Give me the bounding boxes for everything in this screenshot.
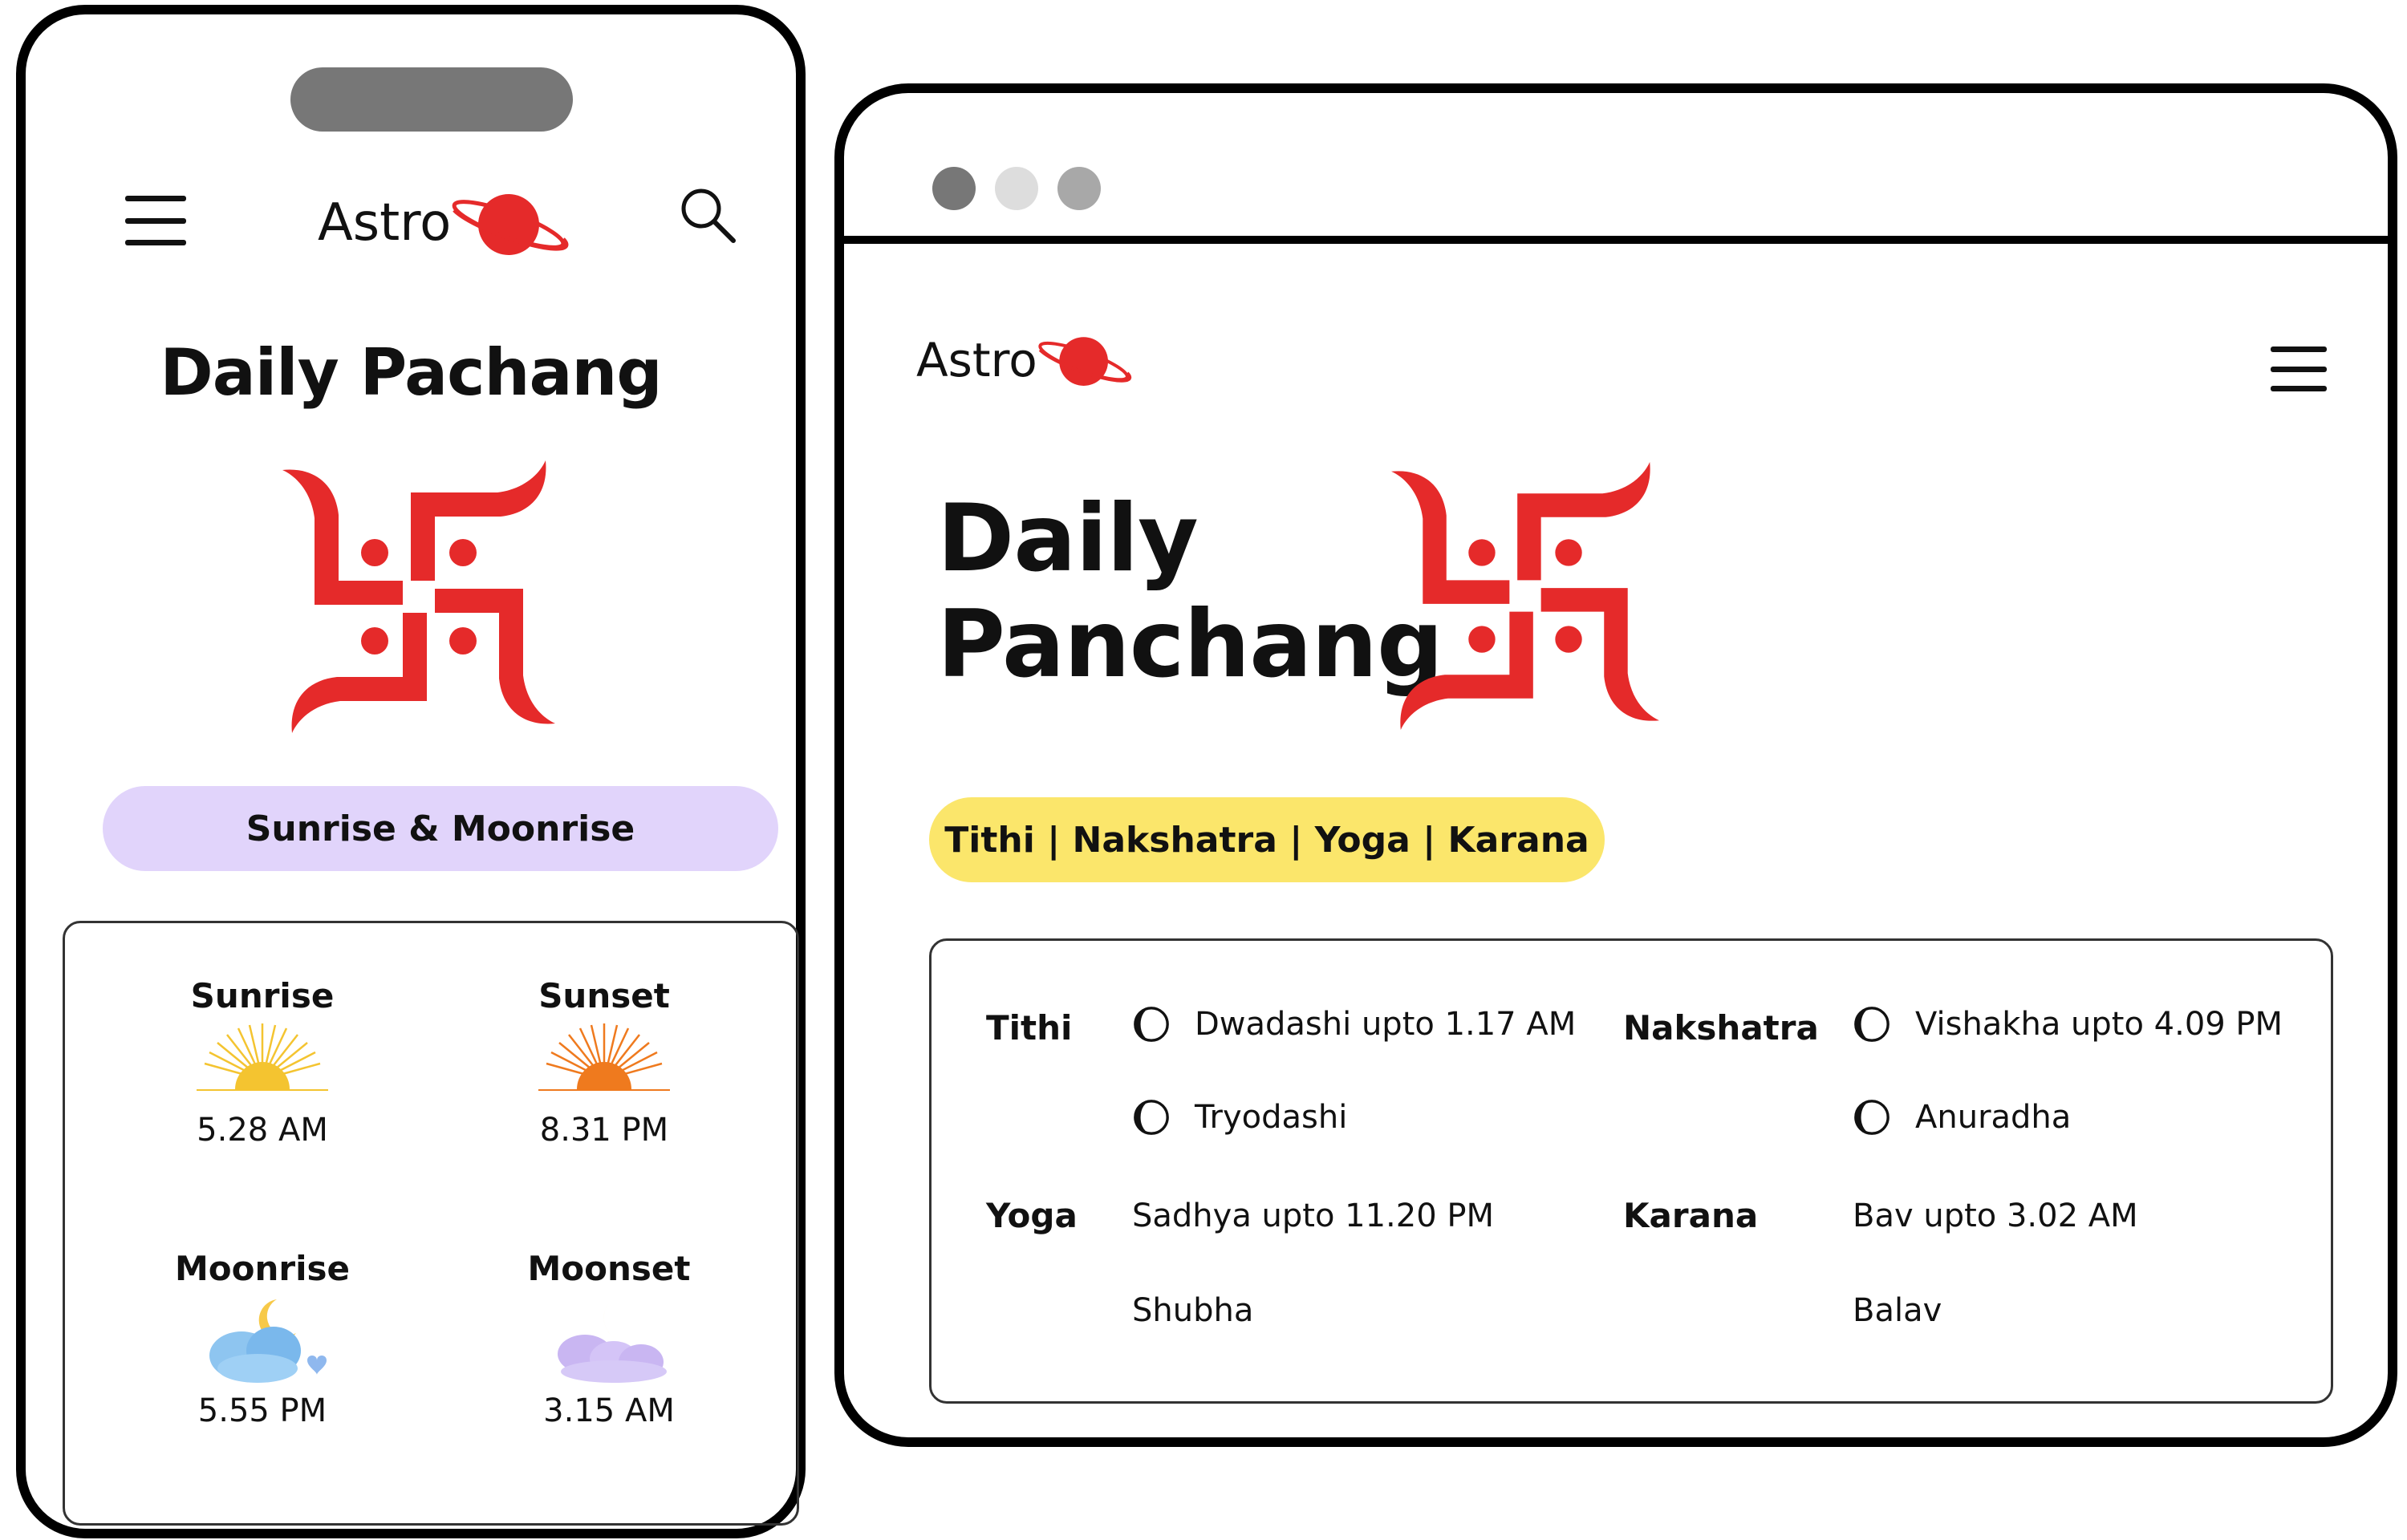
tab-label: Tithi | Nakshatra | Yoga | Karana	[944, 819, 1589, 861]
moonset-time: 3.15 AM	[543, 1392, 675, 1429]
window-dot-minimize[interactable]	[995, 167, 1038, 210]
nakshatra-label: Nakshatra	[1623, 1008, 1819, 1048]
menu-icon[interactable]	[125, 196, 186, 245]
moon-phase-icon	[1853, 1005, 1891, 1044]
browser-title-bar	[844, 93, 2388, 244]
logo-text: Astro	[916, 333, 1037, 387]
window-dot-maximize[interactable]	[1057, 167, 1101, 210]
sunrise-label: Sunrise	[190, 976, 335, 1015]
tithi-label: Tithi	[986, 1008, 1073, 1048]
yoga-value-2: Shubha	[1132, 1292, 1254, 1329]
astro-logo[interactable]: Astro	[318, 183, 571, 263]
yoga-label: Yoga	[986, 1196, 1078, 1235]
planet-icon	[1038, 337, 1131, 386]
karana-value-1: Bav upto 3.02 AM	[1853, 1198, 2138, 1234]
search-icon[interactable]	[677, 184, 738, 245]
moonrise-item: Moonrise 5.55 PM	[142, 1249, 383, 1429]
swastika-icon	[1391, 462, 1659, 730]
nakshatra-value-2: Anuradha	[1853, 1098, 2071, 1137]
phone-notch	[290, 67, 573, 132]
logo-text: Astro	[318, 193, 452, 253]
moonset-item: Moonset 3.15 AM	[489, 1249, 729, 1429]
moon-phase-icon	[1132, 1005, 1171, 1044]
nakshatra-value-1: Vishakha upto 4.09 PM	[1853, 1005, 2283, 1044]
karana-value-2: Balav	[1853, 1292, 1942, 1329]
tab-label: Sunrise & Moonrise	[246, 808, 635, 849]
sunrise-item: Sunrise 5.28 AM	[142, 976, 383, 1149]
planet-icon	[452, 194, 569, 255]
yoga-value-1: Sadhya upto 11.20 PM	[1132, 1198, 1495, 1234]
sunrise-moonrise-tab[interactable]: Sunrise & Moonrise	[103, 786, 778, 871]
mobile-frame: Astro Daily Pachang Sunrise & Moonrise S…	[16, 5, 806, 1538]
page-title: Daily Pachang	[160, 335, 662, 410]
astro-logo[interactable]: Astro	[916, 326, 1134, 395]
tithi-value-1: Dwadashi upto 1.17 AM	[1132, 1005, 1576, 1044]
sunset-time: 8.31 PM	[539, 1112, 669, 1149]
sunrise-time: 5.28 AM	[197, 1112, 328, 1149]
moonrise-label: Moonrise	[175, 1249, 350, 1288]
page-title: Daily Panchang	[937, 486, 1443, 698]
moon-phase-icon	[1853, 1098, 1891, 1137]
moonrise-time: 5.55 PM	[197, 1392, 327, 1429]
panchang-elements-tab[interactable]: Tithi | Nakshatra | Yoga | Karana	[929, 797, 1605, 882]
sunrise-icon	[197, 1023, 328, 1091]
panchang-details-card: Tithi Dwadashi upto 1.17 AM Tryodashi Na…	[929, 938, 2333, 1404]
window-dot-close[interactable]	[932, 167, 976, 210]
sunset-item: Sunset 8.31 PM	[484, 976, 725, 1149]
swastika-icon	[282, 460, 555, 733]
title-line-1: Daily	[937, 484, 1199, 593]
moonset-icon	[558, 1296, 667, 1383]
title-line-2: Panchang	[937, 590, 1443, 699]
moon-phase-icon	[1132, 1098, 1171, 1137]
sunset-label: Sunset	[538, 976, 670, 1015]
desktop-browser-frame: Astro Daily Panchang Tithi | Nakshatra |…	[834, 83, 2397, 1447]
karana-label: Karana	[1623, 1196, 1759, 1235]
tithi-value-2: Tryodashi	[1132, 1098, 1347, 1137]
menu-icon[interactable]	[2271, 346, 2327, 391]
sunset-icon	[538, 1023, 670, 1091]
sun-moon-card: Sunrise 5.28 AM Sunset	[63, 921, 799, 1526]
moonset-label: Moonset	[527, 1249, 691, 1288]
moonrise-icon	[209, 1299, 327, 1383]
